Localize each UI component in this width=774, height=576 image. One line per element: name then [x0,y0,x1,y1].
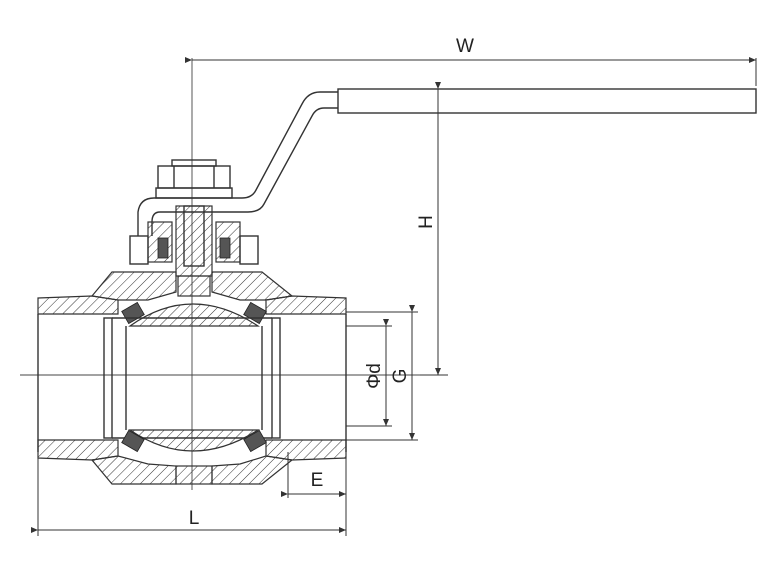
valve-stem [129,205,259,277]
valve-handle [137,88,757,236]
label-g: G [390,369,411,384]
label-h: H [416,215,437,229]
dimension-h: H [416,82,448,376]
valve-body-bottom [90,455,294,485]
dimension-w: W [185,36,757,86]
label-l: L [189,508,200,529]
end-caps-top [37,295,347,315]
stem-nut [155,159,233,199]
end-caps-bottom [37,439,347,461]
label-e: E [311,470,324,491]
label-w: W [456,36,474,57]
dimension-e: E [281,452,347,498]
dimension-l: L [31,458,347,536]
ball-upper [121,301,267,327]
valve-body-top [90,271,294,301]
dimension-phi-d: Φd [346,319,392,427]
label-phi-d: Φd [364,363,385,389]
dimension-g: G [346,305,418,441]
ball-lower [121,429,267,453]
